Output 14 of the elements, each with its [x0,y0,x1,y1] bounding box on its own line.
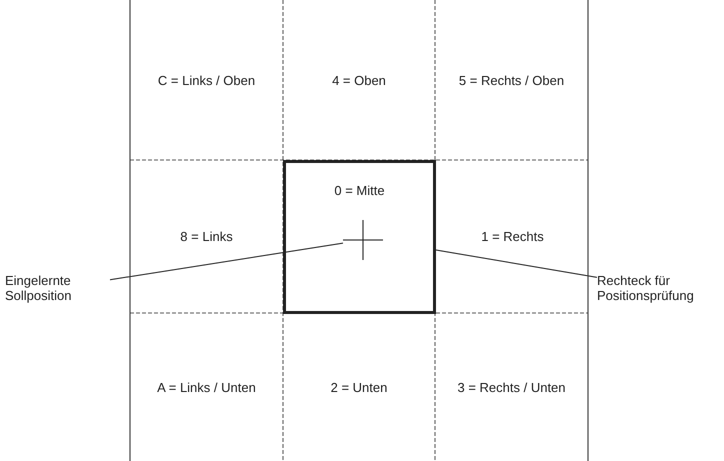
zone-label: 3 = Rechts / Unten [457,380,566,395]
zone-label: 5 = Rechts / Oben [458,72,564,88]
callout-text: Eingelernte Sollposition [5,273,72,303]
zone-label: 2 = Unten [330,380,388,395]
check-rectangle [283,160,436,314]
zone-label: 1 = Rechts [481,229,544,244]
leader-line [110,242,344,280]
callout-text: Rechteck für Positionsprüfung [597,273,695,303]
zone-label: 8 = Links [180,229,233,244]
zone-label: A = Links / Unten [157,380,256,395]
zone-label: 0 = Mitte [334,183,385,198]
zone-label: C = Links / Oben [158,72,256,88]
leader-line [436,250,598,278]
zone-label: 4 = Oben [332,72,386,88]
